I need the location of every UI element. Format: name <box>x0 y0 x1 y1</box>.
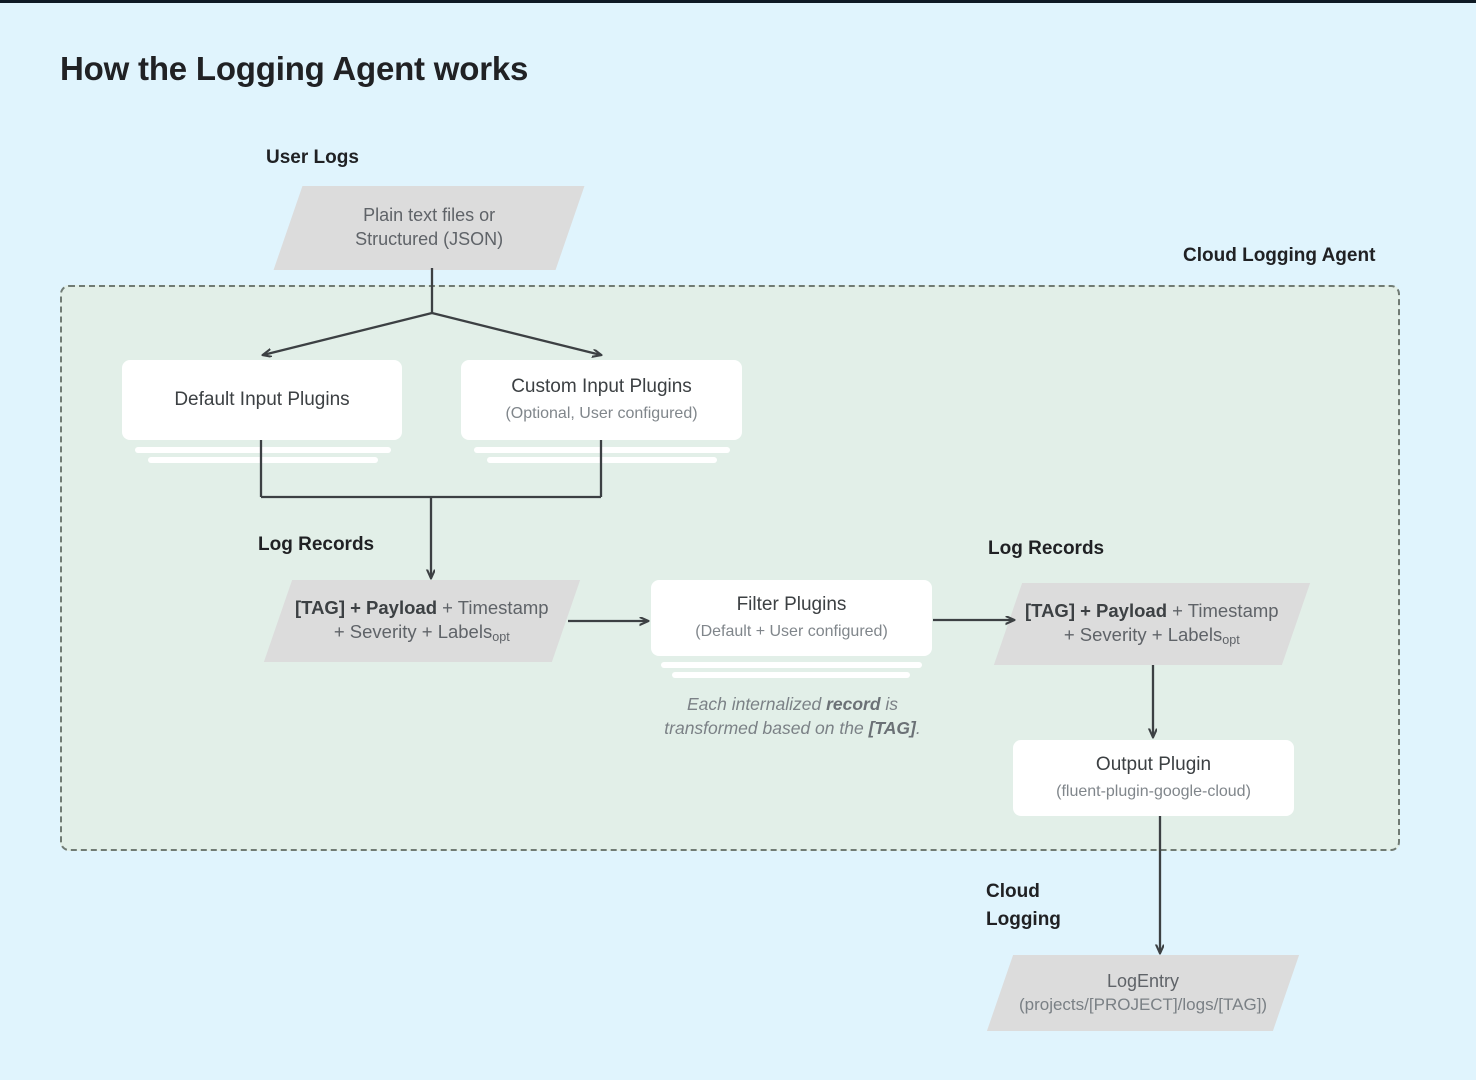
custom-input-plugins-title: Custom Input Plugins <box>511 376 692 398</box>
user-logs-line1: Plain text files or <box>362 205 496 226</box>
log-record-left-bold: [TAG] + Payload <box>295 596 438 618</box>
caption-user-logs: User Logs <box>266 147 359 168</box>
log-record-left-line2: + Severity + Labels <box>334 621 493 643</box>
log-record-right-rest: + Timestamp <box>1167 599 1279 621</box>
stack-bar-custom-1 <box>474 447 730 453</box>
node-log-entry: LogEntry (projects/[PROJECT]/logs/[TAG]) <box>986 955 1300 1031</box>
stack-bar-filter-1 <box>661 662 922 668</box>
note-record-transform: Each internalized record is transformed … <box>640 692 945 740</box>
caption-log-records-right: Log Records <box>988 538 1105 559</box>
log-record-right-subscript: opt <box>1222 633 1240 648</box>
caption-cloud-logging-agent: Cloud Logging Agent <box>1183 245 1376 266</box>
custom-input-plugins-subtitle: (Optional, User configured) <box>505 405 698 423</box>
top-edge-rule <box>0 0 1476 3</box>
log-record-right-line2: + Severity + Labels <box>1064 624 1223 646</box>
node-default-input-plugins[interactable]: Default Input Plugins <box>122 360 402 440</box>
node-user-logs-source: Plain text files or Structured (JSON) <box>273 186 585 270</box>
stack-bar-default-1 <box>135 447 391 453</box>
note-bold-record: record <box>826 694 881 714</box>
node-custom-input-plugins[interactable]: Custom Input Plugins (Optional, User con… <box>461 360 742 440</box>
stack-bar-default-2 <box>148 457 378 463</box>
note-part-3: . <box>915 718 921 739</box>
output-plugin-subtitle: (fluent-plugin-google-cloud) <box>1056 783 1251 801</box>
log-record-left-subscript: opt <box>492 630 510 645</box>
note-bold-tag: [TAG] <box>868 718 916 739</box>
node-log-record-right: [TAG] + Payload + Timestamp + Severity +… <box>993 583 1311 665</box>
page-title: How the Logging Agent works <box>60 50 529 87</box>
user-logs-line2: Structured (JSON) <box>354 229 504 249</box>
note-part-2: is transformed based on the <box>664 694 899 739</box>
log-record-right-bold: [TAG] + Payload <box>1025 599 1168 621</box>
caption-cloud-logging: Cloud Logging <box>986 881 1061 930</box>
filter-plugins-title: Filter Plugins <box>736 594 847 616</box>
node-output-plugin[interactable]: Output Plugin (fluent-plugin-google-clou… <box>1013 740 1294 816</box>
filter-plugins-subtitle: (Default + User configured) <box>695 623 888 641</box>
node-log-record-left: [TAG] + Payload + Timestamp + Severity +… <box>263 580 581 662</box>
node-filter-plugins[interactable]: Filter Plugins (Default + User configure… <box>651 580 932 656</box>
stack-bar-filter-2 <box>672 672 910 678</box>
log-record-left-rest: + Timestamp <box>437 596 549 618</box>
stack-bar-custom-2 <box>487 457 717 463</box>
output-plugin-title: Output Plugin <box>1095 754 1212 776</box>
log-entry-title: LogEntry <box>1106 970 1180 991</box>
default-input-plugins-title: Default Input Plugins <box>174 388 350 410</box>
log-entry-subtitle: (projects/[PROJECT]/logs/[TAG]) <box>1018 994 1268 1014</box>
note-part-1: Each internalized <box>686 694 827 714</box>
caption-log-records-left: Log Records <box>258 534 375 555</box>
